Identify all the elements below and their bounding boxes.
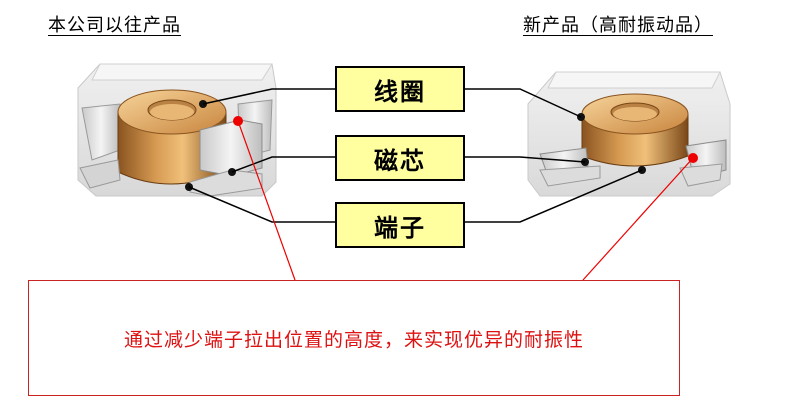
terminal-label: 端子 xyxy=(335,202,465,248)
core-label: 磁芯 xyxy=(335,135,465,181)
previous-product-heading: 本公司以往产品 xyxy=(48,15,181,36)
note-box: 通过减少端子拉出位置的高度，来实现优异的耐振性 xyxy=(28,280,680,396)
new-product-image xyxy=(527,71,731,197)
new-product-heading: 新产品（高耐振动品） xyxy=(523,15,713,36)
note-text: 通过减少端子拉出位置的高度，来实现优异的耐振性 xyxy=(123,329,584,351)
previous-product-image xyxy=(77,63,277,197)
leader-lines xyxy=(188,88,643,223)
emphasis-lines xyxy=(237,120,694,281)
coil-label: 线圈 xyxy=(335,66,465,112)
